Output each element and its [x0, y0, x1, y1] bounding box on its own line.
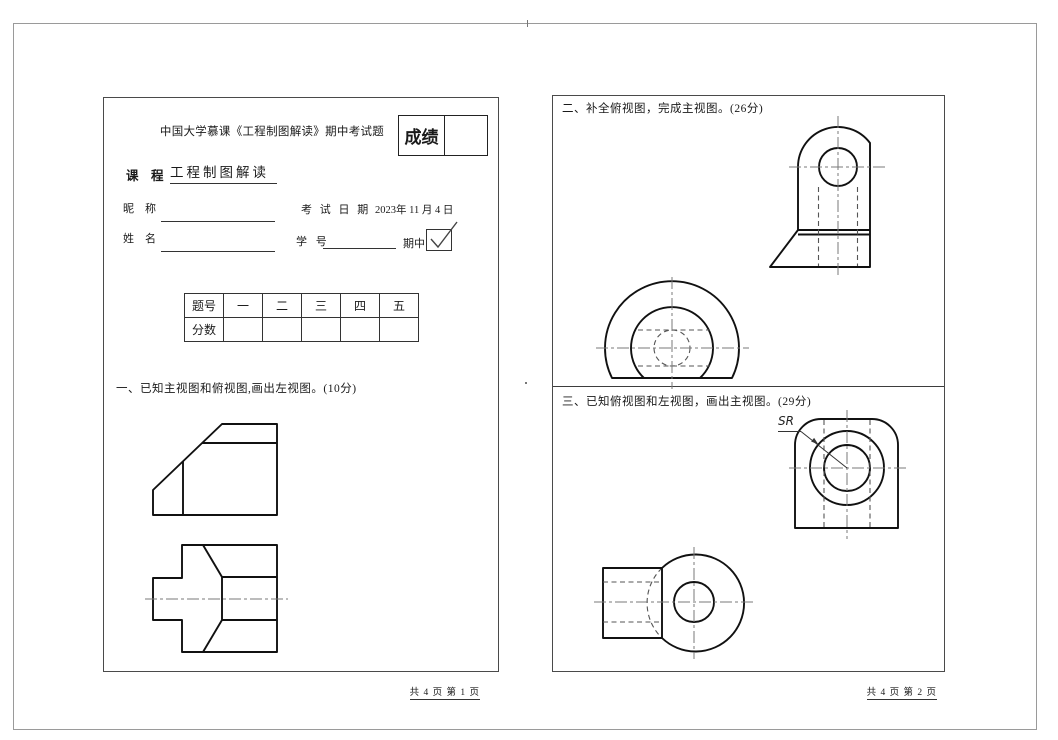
outer-frame-border [13, 23, 1037, 730]
top-center-crop-mark [527, 20, 528, 27]
score-table: 题号 一 二 三 四 五 分数 [184, 293, 419, 342]
midterm-label: 期中 [403, 238, 425, 250]
q1-top-view-drawing [145, 544, 288, 653]
score-cell-blank [301, 317, 341, 342]
nickname-blank-line [161, 208, 275, 222]
score-table-col: 一 [223, 293, 263, 318]
score-table-col: 五 [379, 293, 419, 318]
page-1-footer: 共 4 页 第 1 页 [409, 688, 480, 700]
q2-top-view-drawing [596, 277, 749, 389]
grade-label: 成绩 [399, 116, 445, 155]
score-table-qn-label: 题号 [184, 293, 224, 318]
checkmark-icon [430, 221, 458, 249]
score-table-col: 二 [262, 293, 302, 318]
name-label: 姓 名 [123, 233, 156, 245]
grade-value-blank [445, 116, 487, 155]
exam-date-value: 2023年 11 月 4 日 [375, 205, 454, 216]
question-1-text: 一、已知主视图和俯视图,画出左视图。(10分) [116, 383, 357, 395]
grade-box: 成绩 [398, 115, 488, 156]
nickname-label: 昵 称 [123, 203, 156, 215]
midterm-checkbox[interactable] [426, 229, 452, 251]
score-table-col: 四 [340, 293, 380, 318]
q1-front-view-drawing [152, 423, 278, 516]
score-cell-blank [379, 317, 419, 342]
score-cell-blank [340, 317, 380, 342]
score-cell-blank [262, 317, 302, 342]
section-divider [553, 386, 944, 387]
score-table-score-label: 分数 [184, 317, 224, 342]
score-cell-blank [223, 317, 263, 342]
name-blank-line [161, 238, 275, 252]
course-label: 课 程 [126, 169, 164, 183]
page-2-footer: 共 4 页 第 2 页 [866, 688, 937, 700]
exam-date-label: 考 试 日 期 [301, 204, 371, 216]
stray-mark [525, 382, 527, 384]
q2-front-view-drawing [769, 116, 888, 278]
question-2-3-drawings [594, 116, 906, 659]
exam-page-1: 中国大学慕课《工程制图解读》期中考试题 成绩 课 程 工程制图解读 昵 称 考 … [103, 97, 499, 672]
score-table-score-row: 分数 [184, 317, 419, 342]
score-table-col: 三 [301, 293, 341, 318]
exam-title: 中国大学慕课《工程制图解读》期中考试题 [159, 126, 385, 138]
course-value: 工程制图解读 [170, 161, 277, 184]
sr-leader-arrow [811, 437, 819, 445]
q3-left-view-drawing [778, 410, 906, 539]
student-id-blank-line [323, 235, 396, 249]
student-id-label: 学 号 [296, 236, 330, 248]
question-3-text: 三、已知俯视图和左视图，画出主视图。(29分) [562, 396, 812, 408]
question-2-text: 二、补全俯视图，完成主视图。(26分) [562, 103, 764, 115]
q3-top-view-drawing [594, 547, 753, 659]
sr-dimension-label: SR [778, 414, 794, 428]
exam-page-2: 二、补全俯视图，完成主视图。(26分) 三、已知俯视图和左视图，画出主视图。(2… [552, 95, 945, 672]
score-table-header-row: 题号 一 二 三 四 五 [184, 293, 419, 318]
